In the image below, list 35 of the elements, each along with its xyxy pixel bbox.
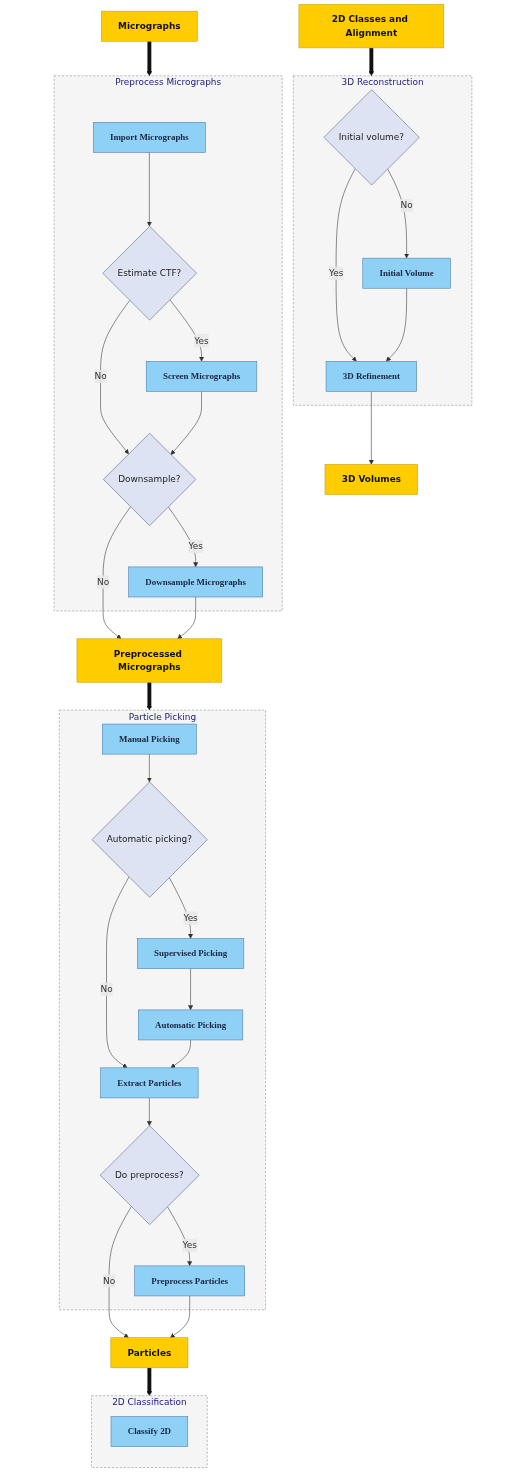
node-diamond: Automatic picking? [91, 781, 208, 898]
node-diamond: Estimate CTF? [102, 226, 197, 321]
edge-label: No [94, 370, 107, 382]
node-box: Classify 2D [110, 1416, 189, 1447]
node-box: 2D Classes and Alignment [298, 4, 445, 49]
node-box: Particles [110, 1337, 189, 1369]
edge-label: Yes [194, 335, 209, 346]
arrow [146, 1367, 152, 1396]
node-box: 3D Refinement [325, 361, 417, 392]
arrow [146, 682, 152, 711]
edge-label: No [103, 1275, 116, 1286]
edge-label: No [100, 983, 113, 995]
node-diamond: Downsample? [103, 432, 197, 526]
arrow [368, 47, 374, 76]
edge-label: No [400, 200, 413, 211]
node-box: Preprocessed Micrographs [76, 638, 223, 683]
node-box: Micrographs [101, 10, 198, 42]
node-box: Automatic Picking [138, 1009, 244, 1041]
edge-label: Yes [183, 912, 198, 923]
node-box: Preprocess Particles [134, 1265, 245, 1297]
edge-label: No [97, 576, 110, 587]
node-box: Initial Volume [362, 257, 451, 289]
node-diamond: Initial volume? [323, 89, 420, 186]
node-box: Extract Particles [100, 1067, 199, 1099]
node-box: Screen Micrographs [145, 361, 258, 392]
node-box: Supervised Picking [137, 938, 245, 969]
node-box: Manual Picking [102, 723, 197, 755]
node-box: Downsample Micrographs [128, 566, 263, 598]
node-diamond: Do preprocess? [99, 1125, 200, 1225]
edge-label: Yes [182, 1239, 197, 1251]
node-box: Import Micrographs [92, 122, 206, 153]
arrow [146, 41, 152, 76]
edge-label: Yes [188, 540, 203, 552]
node-box: 3D Volumes [324, 464, 418, 495]
edge-label: Yes [328, 267, 344, 279]
